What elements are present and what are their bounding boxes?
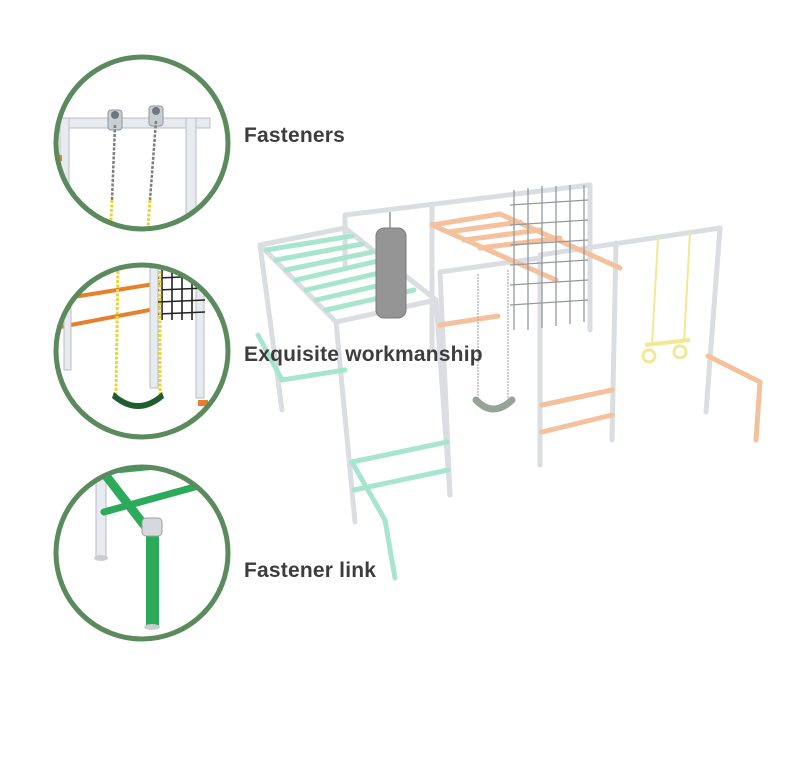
mint-monkey-bars xyxy=(255,233,451,581)
feature-label-workmanship: Exquisite workmanship xyxy=(244,343,483,366)
feature-label-fasteners: Fasteners xyxy=(244,124,346,147)
orange-bars xyxy=(429,211,763,443)
climbing-net xyxy=(509,185,589,330)
detail-circle-fastener-link xyxy=(53,464,231,642)
punching-bag xyxy=(375,212,407,319)
gym-rings xyxy=(641,231,691,364)
detail-circle-workmanship xyxy=(53,262,231,440)
playground-frame xyxy=(255,182,763,581)
detail-circle-fasteners xyxy=(53,54,231,232)
middle-swing xyxy=(472,270,516,413)
feature-label-fastener-link: Fastener link xyxy=(244,559,377,582)
